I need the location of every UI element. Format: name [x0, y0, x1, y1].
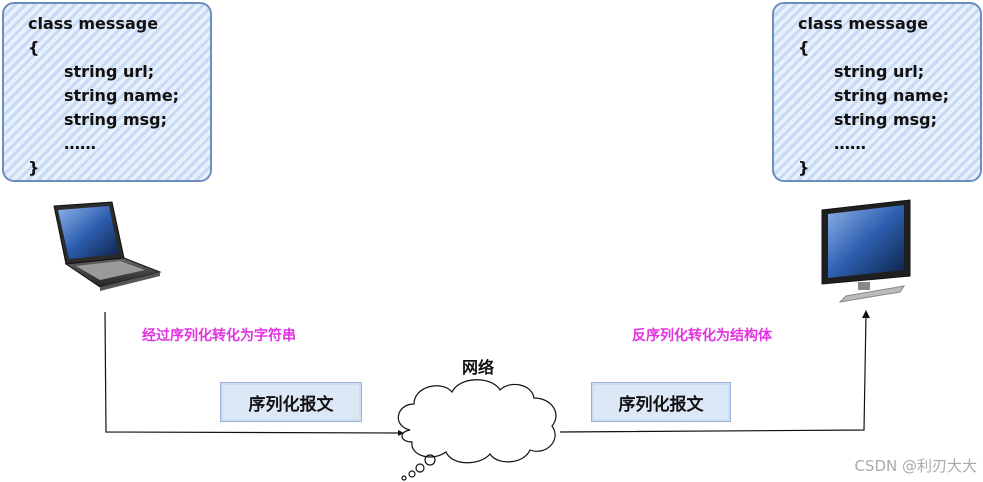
flow-arrows [104, 310, 870, 436]
code-line-class: class message [798, 14, 929, 33]
monitor-icon [821, 199, 911, 303]
code-line-name: string name; [64, 86, 180, 105]
code-line-name: string name; [834, 86, 950, 105]
watermark: CSDN @利刃大大 [854, 457, 977, 475]
send-arrowhead [398, 430, 404, 436]
code-line-url: string url; [64, 62, 155, 81]
receiver-code-box: class message { string url; string name;… [772, 2, 982, 182]
code-line-open-brace: { [798, 38, 810, 57]
serialized-message-tag-left: 序列化报文 [220, 382, 362, 422]
cloud-icon [397, 379, 557, 481]
code-line-msg: string msg; [834, 110, 938, 129]
code-line-class: class message [28, 14, 159, 33]
sender-code-box: class message { string url; string name;… [2, 2, 212, 182]
code-line-open-brace: { [28, 38, 40, 57]
code-line-close-brace: } [798, 158, 810, 177]
network-label: 网络 [462, 358, 495, 377]
serialize-caption: 经过序列化转化为字符串 [142, 328, 296, 344]
serialized-message-tag-right: 序列化报文 [591, 382, 731, 422]
deserialize-caption: 反序列化转化为结构体 [632, 328, 772, 344]
code-line-url: string url; [834, 62, 925, 81]
send-line [104, 311, 399, 434]
receive-arrowhead [862, 310, 870, 318]
receive-line [559, 313, 867, 433]
code-line-close-brace: } [28, 158, 40, 177]
code-line-msg: string msg; [64, 110, 168, 129]
code-line-ellipsis: …… [834, 134, 866, 153]
laptop-icon [53, 201, 162, 291]
code-line-ellipsis: …… [64, 134, 96, 153]
